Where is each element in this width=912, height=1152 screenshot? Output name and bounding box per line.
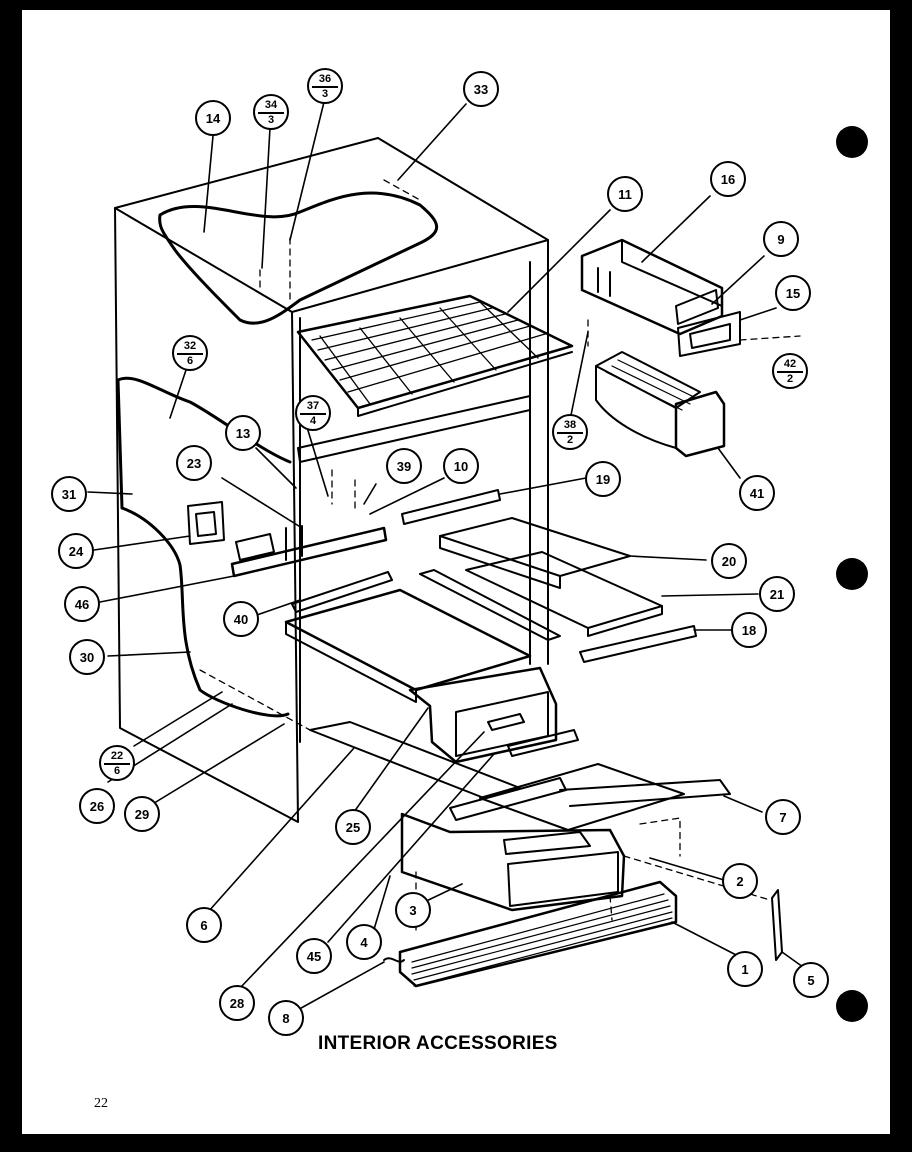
callout-36-3-top: 36	[318, 73, 332, 85]
callout-38-2-top: 38	[563, 419, 577, 431]
callout-22-6-bottom: 6	[113, 765, 121, 777]
callout-40: 40	[223, 601, 259, 637]
diagram-title: INTERIOR ACCESSORIES	[318, 1033, 558, 1054]
callout-8: 8	[268, 1000, 304, 1036]
callout-10: 10	[443, 448, 479, 484]
callout-34-3-top: 34	[264, 99, 278, 111]
callout-9: 9	[763, 221, 799, 257]
page-number: 22	[94, 1096, 108, 1111]
callout-36-3-bottom: 3	[321, 88, 329, 100]
callout-21: 21	[759, 576, 795, 612]
fraction-bar	[177, 353, 203, 355]
callout-18: 18	[731, 612, 767, 648]
fraction-bar	[557, 432, 583, 434]
callout-16: 16	[710, 161, 746, 197]
callout-30: 30	[69, 639, 105, 675]
callout-7: 7	[765, 799, 801, 835]
callout-33: 33	[463, 71, 499, 107]
callout-4: 4	[346, 924, 382, 960]
callout-46: 46	[64, 586, 100, 622]
callout-22-6-top: 22	[110, 750, 124, 762]
callout-28: 28	[219, 985, 255, 1021]
callout-23: 23	[176, 445, 212, 481]
callout-39: 39	[386, 448, 422, 484]
callout-26: 26	[79, 788, 115, 824]
callout-29: 29	[124, 796, 160, 832]
callout-38-2-bottom: 2	[566, 434, 574, 446]
callout-42-2: 42 2	[772, 353, 808, 389]
callout-25: 25	[335, 809, 371, 845]
callout-15: 15	[775, 275, 811, 311]
callout-32-6-top: 32	[183, 340, 197, 352]
fraction-bar	[777, 371, 803, 373]
callout-42-2-top: 42	[783, 358, 797, 370]
callout-20: 20	[711, 543, 747, 579]
callout-32-6: 32 6	[172, 335, 208, 371]
callout-37-4-top: 37	[306, 400, 320, 412]
callout-11: 11	[607, 176, 643, 212]
callout-13: 13	[225, 415, 261, 451]
callout-34-3-bottom: 3	[267, 114, 275, 126]
callout-32-6-bottom: 6	[186, 355, 194, 367]
callout-41: 41	[739, 475, 775, 511]
fraction-bar	[312, 86, 338, 88]
fraction-bar	[300, 413, 326, 415]
callout-19: 19	[585, 461, 621, 497]
callout-31: 31	[51, 476, 87, 512]
callout-34-3: 34 3	[253, 94, 289, 130]
callout-14: 14	[195, 100, 231, 136]
callout-24: 24	[58, 533, 94, 569]
callout-37-4-bottom: 4	[309, 415, 317, 427]
registration-dot-middle	[836, 558, 868, 590]
registration-dot-bottom	[836, 990, 868, 1022]
callout-5: 5	[793, 962, 829, 998]
fraction-bar	[104, 763, 130, 765]
callout-45: 45	[296, 938, 332, 974]
callout-38-2: 38 2	[552, 414, 588, 450]
callout-1: 1	[727, 951, 763, 987]
callout-2: 2	[722, 863, 758, 899]
callout-3: 3	[395, 892, 431, 928]
fraction-bar	[258, 112, 284, 114]
callout-37-4: 37 4	[295, 395, 331, 431]
callout-36-3: 36 3	[307, 68, 343, 104]
callout-22-6: 22 6	[99, 745, 135, 781]
registration-dot-top	[836, 126, 868, 158]
callout-6: 6	[186, 907, 222, 943]
callout-42-2-bottom: 2	[786, 373, 794, 385]
